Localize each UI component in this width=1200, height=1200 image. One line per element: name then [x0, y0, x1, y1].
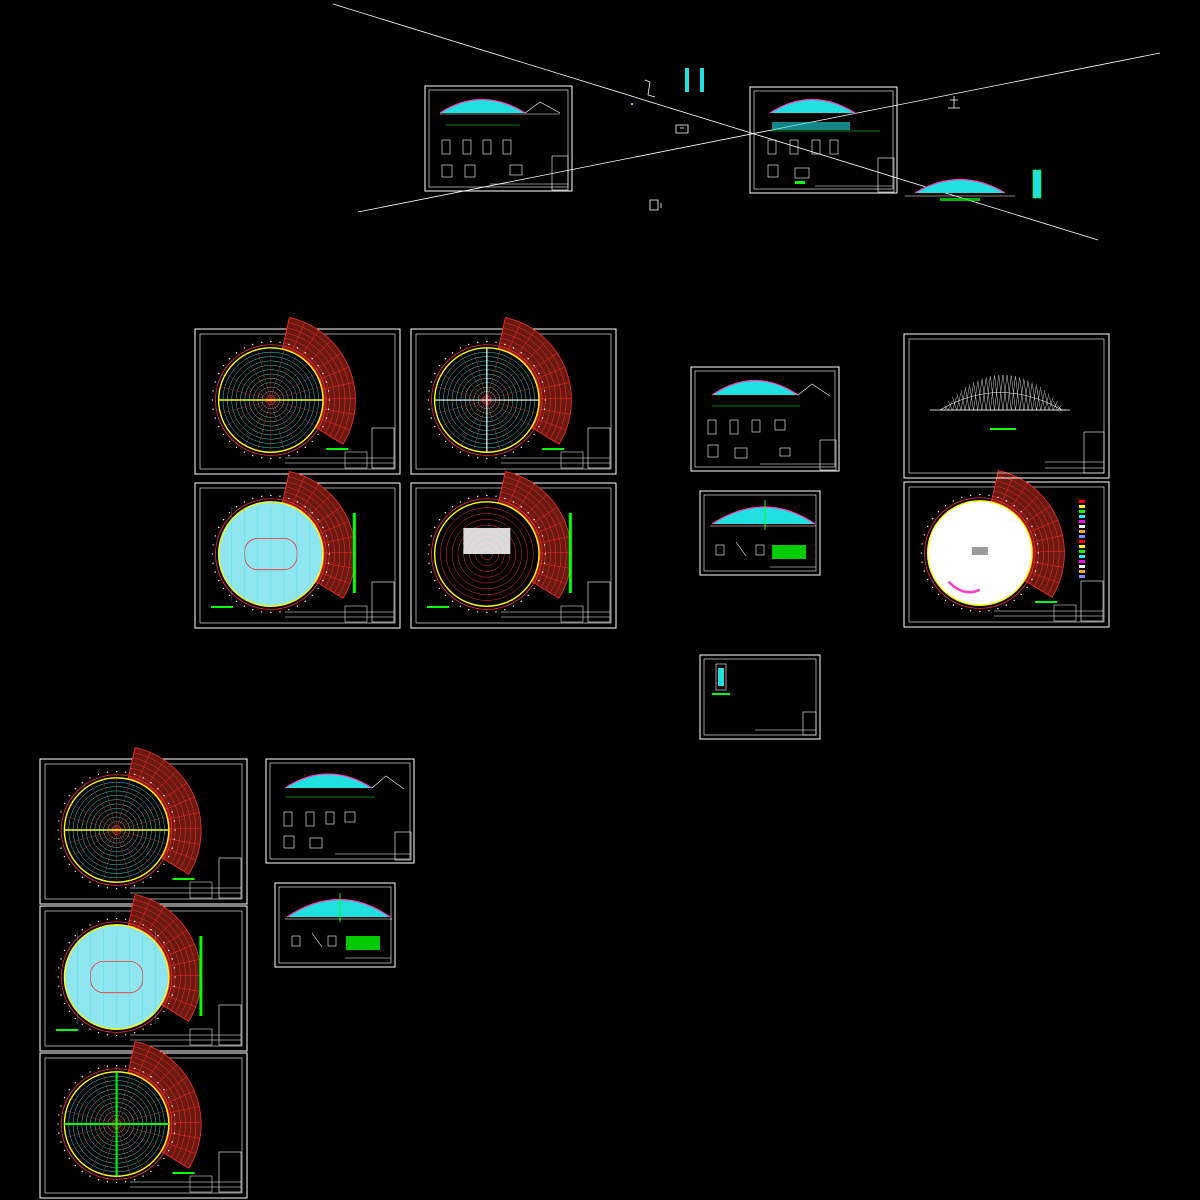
- loose-details: [631, 68, 1042, 211]
- plan-sheet-1: [194, 317, 401, 475]
- section-sheet-b: [749, 86, 898, 194]
- dome-plan: [211, 494, 331, 614]
- detail-sheet: [699, 654, 821, 740]
- dome-plan: [57, 917, 176, 1037]
- plan-sheets: [39, 317, 1110, 1199]
- dome-plan: [427, 494, 547, 614]
- dome-plan: [427, 340, 547, 460]
- dome-plan: [57, 770, 176, 890]
- dome-plan: [57, 1064, 176, 1184]
- seating-wing: [991, 470, 1065, 598]
- stray-elevation: [905, 178, 1015, 201]
- plan-sheet-8: [39, 1041, 248, 1199]
- plan-sheet-2: [410, 317, 617, 475]
- section-sheet-f: [274, 882, 396, 968]
- section-sheet-a: [424, 85, 573, 192]
- seating-wing: [127, 747, 202, 875]
- section-sheet-c: [690, 366, 840, 472]
- dome-plan: [920, 493, 1040, 613]
- plan-sheet-3: [194, 471, 401, 629]
- seating-wing: [498, 471, 572, 599]
- plan-sheet-4: [410, 471, 617, 629]
- section-sheet-e: [265, 758, 415, 864]
- plan-sheet-7: [39, 894, 248, 1052]
- plan-sheet-5: [903, 470, 1110, 628]
- section-sheet-d: [699, 490, 821, 576]
- seating-wing: [282, 471, 356, 599]
- dome-plan: [211, 340, 331, 460]
- elevation-sheet: [903, 333, 1110, 479]
